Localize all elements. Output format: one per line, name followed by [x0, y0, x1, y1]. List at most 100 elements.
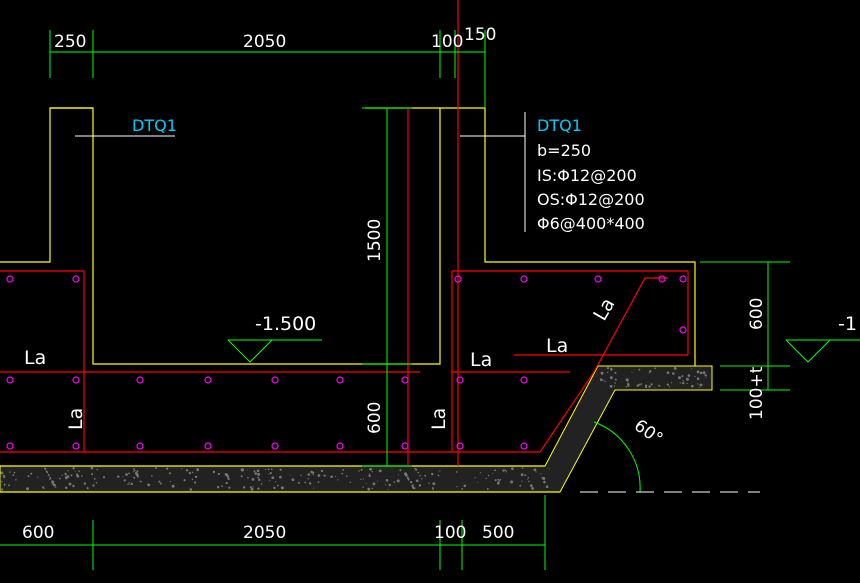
- concrete-speckle: [267, 468, 270, 471]
- concrete-speckle: [521, 480, 523, 482]
- dimension-lines: [0, 30, 790, 570]
- concrete-speckle: [486, 488, 489, 490]
- rebar-dot: [520, 275, 528, 283]
- tag-leaders: [75, 112, 526, 232]
- la-label-left-vert: La: [65, 408, 87, 430]
- concrete-speckle: [51, 480, 55, 484]
- rebar-dots: [6, 275, 687, 450]
- concrete-speckle: [431, 472, 434, 476]
- rebar-dot: [72, 442, 80, 450]
- concrete-speckle: [432, 482, 436, 486]
- concrete-speckle: [627, 384, 630, 387]
- concrete-speckle: [461, 488, 464, 490]
- concrete-speckle: [55, 486, 57, 488]
- concrete-speckle: [377, 480, 379, 482]
- concrete-speckle: [367, 487, 371, 491]
- concrete-speckle: [260, 483, 263, 485]
- concrete-speckle: [240, 468, 244, 472]
- concrete-speckle: [496, 481, 500, 485]
- concrete-speckle: [398, 474, 400, 476]
- la-label-anchor: La: [546, 335, 568, 357]
- concrete-speckle: [531, 487, 534, 489]
- concrete-speckle: [407, 478, 410, 481]
- concrete-speckle: [698, 386, 700, 388]
- concrete-speckle: [406, 476, 409, 480]
- concrete-speckle: [68, 482, 72, 486]
- right-wall-thickness: b=250: [537, 141, 591, 160]
- concrete-speckle: [72, 484, 75, 488]
- rebar-dot: [520, 376, 528, 384]
- concrete-speckle: [648, 385, 651, 388]
- concrete-speckle: [135, 473, 139, 477]
- concrete-speckle: [610, 368, 613, 371]
- concrete-speckle: [519, 484, 522, 487]
- concrete-speckle: [428, 482, 430, 484]
- concrete-speckle: [654, 367, 656, 370]
- concrete-speckle: [313, 487, 315, 489]
- concrete-speckle: [540, 473, 542, 475]
- concrete-speckle: [511, 467, 514, 471]
- concrete-speckle: [0, 488, 4, 491]
- concrete-speckle: [53, 483, 56, 487]
- concrete-speckle: [691, 384, 694, 388]
- top-dim-150: 150: [464, 25, 496, 45]
- concrete-speckle: [269, 472, 272, 475]
- concrete-speckle: [279, 475, 282, 479]
- concrete-speckle: [455, 471, 458, 473]
- concrete-speckle: [533, 468, 537, 472]
- concrete-speckle: [15, 479, 17, 481]
- rebar-dot: [679, 326, 687, 334]
- concrete-speckle: [166, 467, 169, 470]
- concrete-speckle: [221, 485, 223, 487]
- rebar-dot: [204, 442, 212, 450]
- concrete-speckle: [225, 481, 228, 485]
- concrete-speckle: [130, 482, 134, 485]
- rebar-dot: [6, 442, 14, 450]
- concrete-speckle: [418, 484, 422, 487]
- concrete-speckle: [270, 468, 273, 470]
- concrete-speckle: [704, 374, 707, 377]
- concrete-speckle: [497, 478, 500, 481]
- concrete-speckle: [3, 476, 6, 479]
- concrete-speckle: [196, 468, 200, 472]
- top-dim-2050: 2050: [243, 32, 286, 52]
- concrete-speckle: [439, 470, 441, 472]
- la-label-slope: La: [589, 294, 619, 324]
- concrete-speckle: [685, 377, 689, 381]
- concrete-speckle: [658, 384, 661, 387]
- bottom-dim-500: 500: [482, 523, 514, 543]
- elevation-main-text: -1.500: [255, 313, 316, 335]
- concrete-speckle: [645, 385, 648, 389]
- concrete-speckle: [638, 383, 641, 386]
- concrete-speckle: [393, 481, 396, 483]
- concrete-speckle: [625, 386, 627, 388]
- concrete-speckle: [265, 468, 267, 471]
- rebar-dot: [271, 376, 279, 384]
- concrete-speckle: [72, 467, 75, 470]
- concrete-speckle: [317, 481, 320, 483]
- pad-thickness-text: 100+t: [747, 366, 767, 420]
- concrete-speckle: [191, 478, 194, 481]
- blinding-layer: [0, 365, 713, 493]
- la-label-mid-vert: La: [428, 408, 450, 430]
- rebar-dot: [594, 275, 602, 283]
- concrete-speckle: [696, 370, 700, 374]
- concrete-speckle: [51, 483, 54, 485]
- concrete-speckle: [437, 474, 440, 477]
- concrete-speckle: [362, 486, 364, 488]
- concrete-speckle: [456, 486, 458, 488]
- concrete-speckle: [346, 475, 348, 478]
- rebar-dot: [401, 376, 409, 384]
- elevation-right-text: -1: [838, 313, 857, 335]
- concrete-speckle: [384, 484, 387, 486]
- rebar-dot: [679, 275, 687, 283]
- concrete-speckle: [129, 483, 131, 485]
- concrete-speckle: [307, 478, 309, 480]
- concrete-speckle: [502, 469, 505, 472]
- concrete-speckle: [372, 482, 376, 486]
- concrete-speckle: [480, 472, 482, 474]
- angle-arc: [593, 421, 641, 493]
- concrete-speckle: [487, 474, 490, 477]
- concrete-speckle: [307, 473, 311, 476]
